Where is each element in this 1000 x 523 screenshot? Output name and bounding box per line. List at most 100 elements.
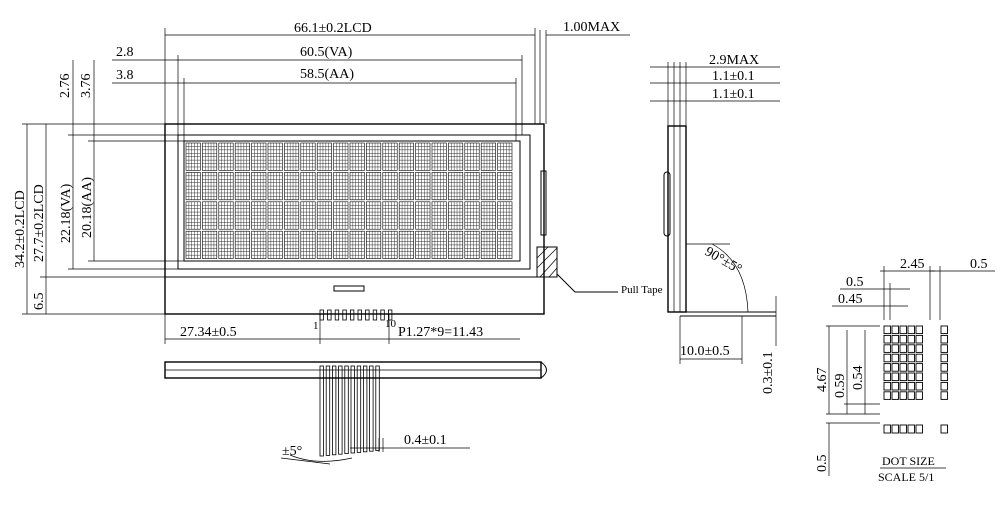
character-cell xyxy=(464,201,480,230)
pin xyxy=(380,309,385,321)
right-tab xyxy=(540,170,547,236)
front-view: Pull Tape 1 10 66.1±0.2LCD 60.5(VA) 58.5… xyxy=(13,20,663,344)
pin-10-label: 10 xyxy=(385,318,397,330)
character-cell xyxy=(251,142,267,171)
pin xyxy=(349,309,355,321)
dot xyxy=(891,372,899,382)
dot xyxy=(907,372,915,382)
side-t2-label: 1.1±0.1 xyxy=(712,87,755,102)
va-height-label: 22.18(VA) xyxy=(59,183,74,243)
pin-lead xyxy=(362,365,368,453)
pin xyxy=(387,309,393,321)
character-cell xyxy=(333,172,349,201)
character-cell xyxy=(464,172,480,201)
character-cell xyxy=(415,201,431,230)
character-cell xyxy=(251,172,267,201)
dot xyxy=(891,353,899,363)
top-2-76-label: 2.76 xyxy=(58,74,73,99)
left-2-8-label: 2.8 xyxy=(116,45,134,60)
character-cell xyxy=(464,230,480,259)
character-cell xyxy=(284,230,300,259)
character-cell xyxy=(202,142,218,171)
left-3-8-label: 3.8 xyxy=(116,68,134,83)
character-cell xyxy=(415,172,431,201)
dot xyxy=(915,363,923,372)
lcd-height-label: 34.2±0.2LCD xyxy=(13,190,28,268)
pull-tape-label: Pull Tape xyxy=(621,284,663,296)
pin-lead xyxy=(356,365,362,453)
pitch-label: P1.27*9=11.43 xyxy=(398,325,483,340)
dot xyxy=(899,334,907,344)
character-cell xyxy=(300,201,316,230)
pin xyxy=(372,309,378,321)
character-cell xyxy=(316,142,332,171)
character-cell xyxy=(202,230,218,259)
pin-1-label: 1 xyxy=(313,320,319,332)
va-width-label: 60.5(VA) xyxy=(300,45,353,60)
character-cell xyxy=(300,230,316,259)
pin-lead xyxy=(344,365,349,454)
character-cell xyxy=(284,142,300,171)
character-cell xyxy=(300,172,316,201)
dot xyxy=(915,334,923,344)
pin-width-label: 0.4±0.1 xyxy=(404,433,447,448)
character-cell xyxy=(333,230,349,259)
dot xyxy=(940,353,948,363)
pin xyxy=(365,309,370,321)
dot xyxy=(883,372,891,382)
dot xyxy=(907,334,915,344)
dot xyxy=(915,381,923,391)
character-cell xyxy=(284,172,300,201)
dot-gap-0-5-label: 0.5 xyxy=(970,257,988,272)
character-cell xyxy=(382,201,398,230)
character-cell xyxy=(267,230,283,259)
dot xyxy=(883,391,891,400)
character-cell xyxy=(415,142,431,171)
character-cell xyxy=(480,230,496,259)
dot-h-0-5-label: 0.5 xyxy=(815,455,830,473)
dot xyxy=(883,325,891,335)
pin xyxy=(319,309,324,321)
character-cell xyxy=(284,201,300,230)
character-cell xyxy=(316,201,332,230)
dot xyxy=(915,391,923,400)
character-cell xyxy=(398,142,414,171)
dot xyxy=(883,381,891,391)
dot-grid xyxy=(883,325,948,434)
dot xyxy=(940,344,948,353)
offset-label: 27.34±0.5 xyxy=(180,325,237,340)
character-cell xyxy=(349,142,365,171)
character-cell xyxy=(497,201,513,230)
character-cell xyxy=(366,172,382,201)
character-cell xyxy=(398,230,414,259)
dot-w-0-45-label: 0.45 xyxy=(838,292,863,307)
cursor-dot xyxy=(915,424,923,434)
pull-tape xyxy=(536,246,558,278)
top-3-76-label: 3.76 xyxy=(79,74,94,99)
dot xyxy=(915,344,923,353)
character-cell xyxy=(497,172,513,201)
side-view: 90°±5° 2.9MAX 1.1±0.1 1.1±0.1 10.0±0.5 0… xyxy=(650,53,780,394)
angle-arc xyxy=(289,454,353,462)
dot xyxy=(907,391,915,400)
dot xyxy=(891,391,899,400)
side-glass-outer xyxy=(667,125,687,313)
dot xyxy=(883,344,891,353)
character-cell xyxy=(448,230,464,259)
character-cell xyxy=(431,230,447,259)
character-cell xyxy=(333,201,349,230)
character-cell xyxy=(267,172,283,201)
character-cell xyxy=(366,201,382,230)
character-cell xyxy=(382,172,398,201)
dot xyxy=(915,325,923,335)
dot xyxy=(891,344,899,353)
dot xyxy=(915,353,923,363)
dot xyxy=(907,325,915,335)
connector-pins-front xyxy=(319,309,393,321)
character-cell xyxy=(234,230,250,259)
cursor-dot xyxy=(891,424,899,434)
dot xyxy=(891,325,899,335)
lcd-width-label: 66.1±0.2LCD xyxy=(294,21,372,36)
pin xyxy=(357,309,362,321)
pin-lead xyxy=(325,365,331,456)
